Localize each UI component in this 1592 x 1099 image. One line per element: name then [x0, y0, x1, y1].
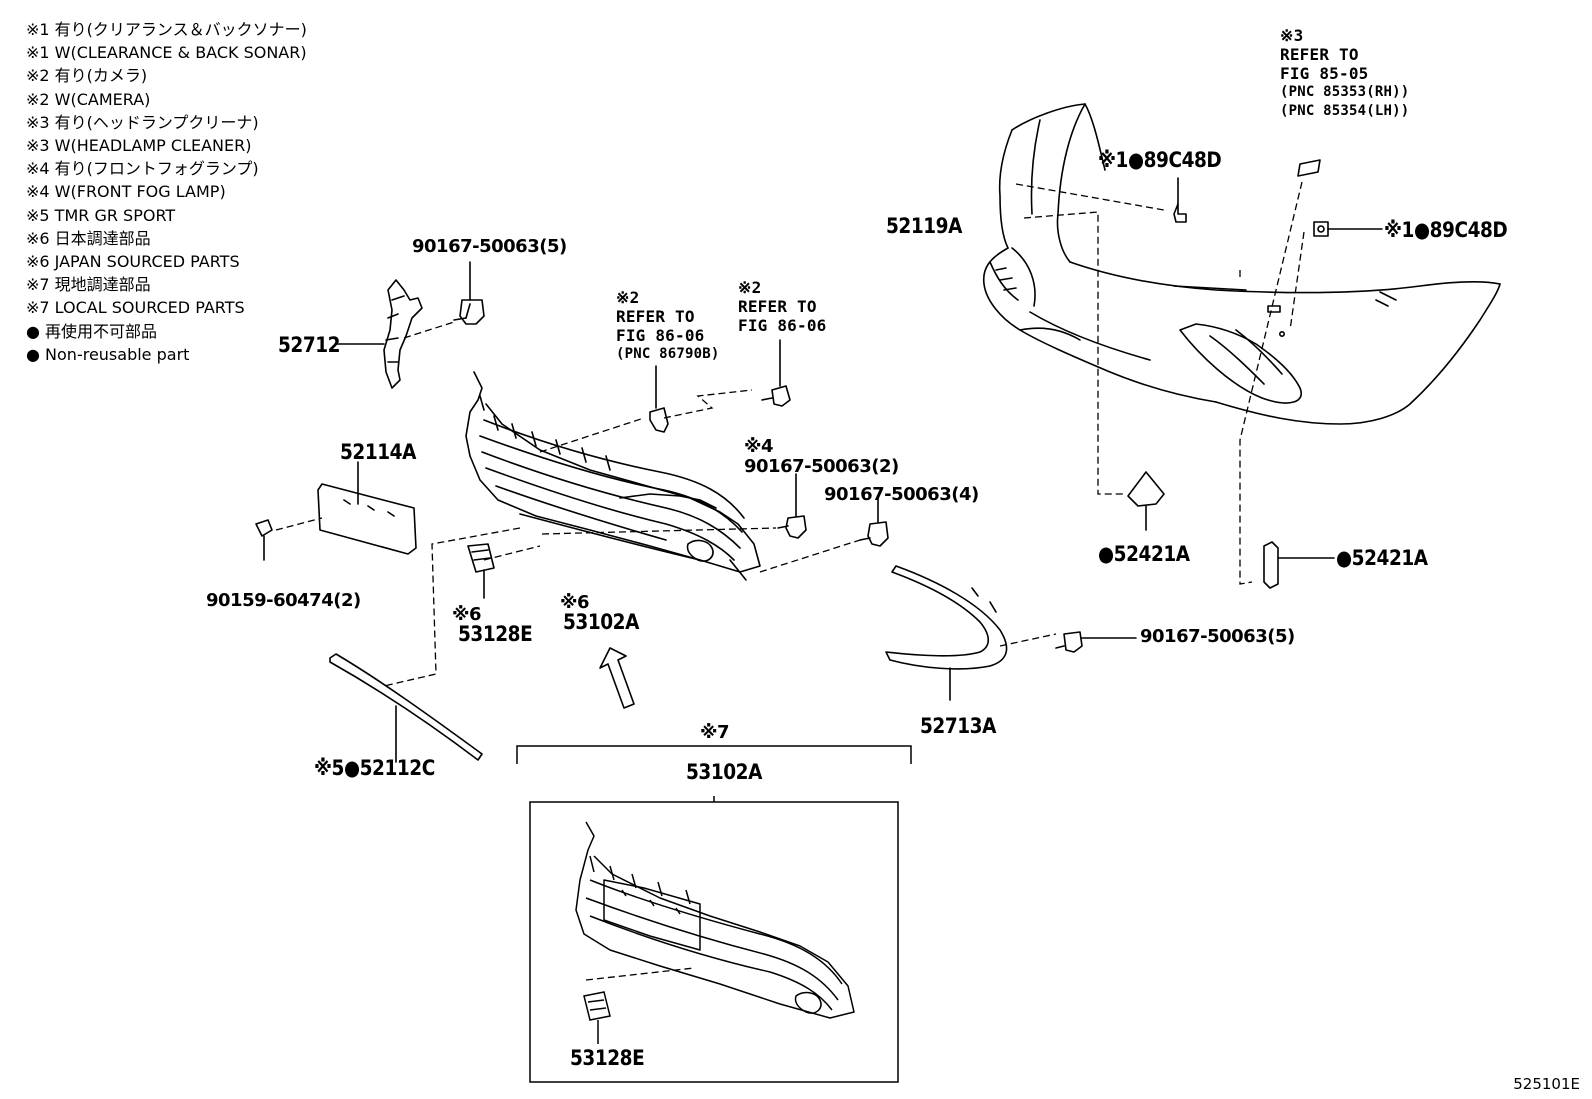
refer-note-line: (PNC 86790B) [616, 346, 720, 362]
refer-note-line: (PNC 85353(RH)) [1280, 84, 1410, 100]
label-52119A: 52119A [886, 214, 962, 238]
refer-note-mark: ※3 [1280, 26, 1304, 45]
refer-note-line: (PNC 85354(LH)) [1280, 103, 1410, 119]
clip-90167-4-drawing [859, 497, 889, 547]
refer-note-mark: ※2 [738, 278, 762, 297]
bracket-52712-drawing [334, 279, 471, 389]
molding-52713A-drawing [885, 565, 1008, 701]
dashed-leaders [275, 181, 1305, 981]
refer-note-line: FIG 85-05 [1280, 64, 1369, 83]
refer-note-camera-right: ※2 REFER TO FIG 86-06 [738, 278, 827, 335]
clip-90167-top-drawing [453, 261, 485, 325]
refer-note-line: FIG 86-06 [738, 316, 827, 335]
refer-note-line: REFER TO [616, 307, 695, 326]
label-52712: 52712 [278, 333, 341, 357]
label-local-parts-mark: ※7 [700, 722, 730, 743]
refer-note-line: FIG 86-06 [616, 326, 705, 345]
bracket-52114A-drawing [317, 461, 417, 555]
legend-line: ※1 有り(クリアランス＆バックソナー) [26, 20, 307, 39]
label-53102A-mark: ※6 [560, 592, 590, 613]
refer-note-line: REFER TO [1280, 45, 1359, 64]
legend-line: ※2 有り(カメラ) [26, 66, 148, 86]
label-52114A: 52114A [340, 440, 416, 464]
bracket-52421A-left-drawing [1127, 471, 1165, 531]
label-local-53102A: 53102A [686, 760, 762, 784]
label-52421A-right: ●52421A [1336, 546, 1428, 570]
label-53128E-mark: ※6 [452, 604, 482, 625]
assembly-arrow [599, 647, 635, 709]
refer-note-headlamp-cleaner: ※3 REFER TO FIG 85-05 (PNC 85353(RH)) (P… [1280, 26, 1409, 121]
label-53128E: 53128E [458, 622, 533, 646]
legend-line: ※7 LOCAL SOURCED PARTS [26, 298, 245, 318]
local-cover-53128E-drawing [583, 991, 611, 1044]
legend-line: ※2 W(CAMERA) [26, 89, 151, 109]
label-90159-60474-2: 90159-60474(2) [206, 590, 361, 611]
screw-90159-drawing [255, 519, 273, 561]
legend-line: ※7 現地調達部品 [26, 275, 151, 295]
label-90167-50063-2-mark: ※4 [744, 436, 774, 457]
camera-bracket-drawing [649, 365, 669, 433]
strip-52112C-drawing [329, 653, 483, 763]
label-52713A: 52713A [920, 714, 996, 738]
legend-line: ※6 JAPAN SOURCED PARTS [26, 252, 240, 272]
refer-note-camera-left: ※2 REFER TO FIG 86-06 (PNC 86790B) [616, 288, 720, 364]
sensor-89C48D-top-drawing [1173, 177, 1187, 223]
legend-line: ※4 W(FRONT FOG LAMP) [26, 182, 226, 202]
grille-53102A-drawing [465, 371, 761, 581]
label-53102A: 53102A [563, 610, 639, 634]
legend-line: ※1 W(CLEARANCE & BACK SONAR) [26, 43, 307, 63]
refer-note-mark: ※2 [616, 288, 640, 307]
local-parts-box [529, 801, 899, 1083]
headlamp-cleaner-cap-drawing [1297, 159, 1321, 177]
illustration-code: 525101E [1513, 1075, 1580, 1093]
cover-53128E-drawing [467, 543, 495, 599]
label-52112C: ※5●52112C [314, 756, 435, 780]
label-90167-50063-5-top: 90167-50063(5) [412, 236, 567, 257]
clip-90167-2-drawing [777, 473, 807, 539]
clip-90167-right-drawing [1055, 631, 1137, 653]
legend-line: ※5 TMR GR SPORT [26, 205, 176, 225]
clip-camera-right-drawing [761, 339, 791, 407]
local-parts-bracket [516, 745, 912, 764]
bumper-cover-52119A-drawing [982, 103, 1501, 425]
label-90167-50063-2: 90167-50063(2) [744, 456, 899, 477]
local-grille-53102A-drawing [575, 821, 855, 1019]
label-89C48D-top: ※1●89C48D [1098, 148, 1222, 172]
label-89C48D-right: ※1●89C48D [1384, 218, 1508, 242]
label-52421A-left: ●52421A [1098, 542, 1190, 566]
legend-line: ● Non-reusable part [26, 344, 190, 364]
legend-line: ※3 有り(ヘッドランプクリーナ) [26, 112, 259, 132]
label-90167-50063-5-right: 90167-50063(5) [1140, 626, 1295, 647]
legend-line: ※3 W(HEADLAMP CLEANER) [26, 136, 252, 156]
legend-line: ※6 日本調達部品 [26, 228, 151, 248]
legend-line: ● 再使用不可部品 [26, 321, 158, 341]
label-local-53128E: 53128E [570, 1046, 645, 1070]
bracket-52421A-right-drawing [1263, 541, 1335, 589]
refer-note-line: REFER TO [738, 297, 817, 316]
legend: ※1 有り(クリアランス＆バックソナー) ※1 W(CLEARANCE & BA… [26, 18, 307, 366]
sensor-89C48D-right-drawing [1313, 221, 1383, 237]
legend-line: ※4 有り(フロントフォグランプ) [26, 159, 259, 179]
label-90167-50063-4: 90167-50063(4) [824, 484, 979, 505]
